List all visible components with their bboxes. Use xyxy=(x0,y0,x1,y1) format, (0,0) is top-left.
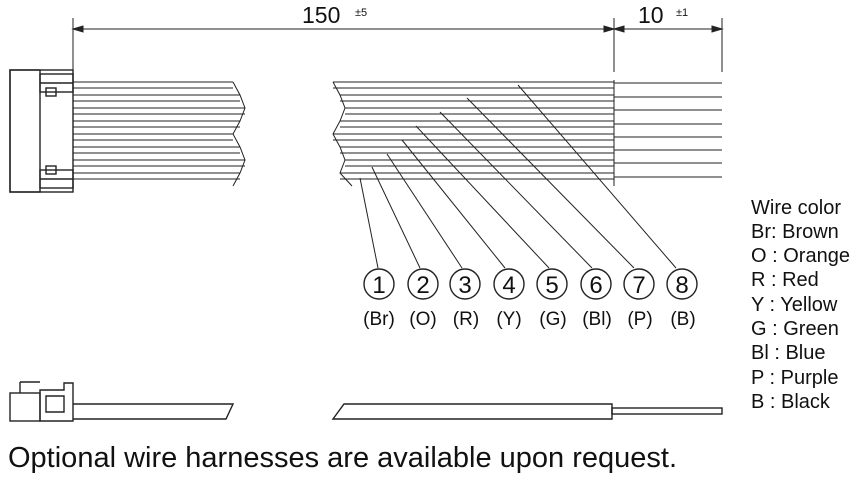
pin-number: 1 xyxy=(372,272,385,299)
pin-number: 2 xyxy=(416,272,429,299)
pin-color-code: (B) xyxy=(670,309,695,330)
legend-item: Y : Yellow xyxy=(751,294,838,316)
stripped-wire-ends xyxy=(614,82,722,178)
pin-color-code: (G) xyxy=(539,309,566,330)
pin-color-code: (O) xyxy=(409,309,436,330)
wire-bundle-left xyxy=(73,81,246,187)
pin-number: 7 xyxy=(632,272,645,299)
legend-title: Wire color xyxy=(751,197,841,219)
wire-bundle-right xyxy=(332,80,615,187)
pin-circles xyxy=(363,268,698,300)
pin-color-codes: (Br) (O) (R) (Y) (G) (Bl) (P) (B) xyxy=(363,309,695,330)
cable-side-view xyxy=(73,403,723,420)
legend-item: G : Green xyxy=(751,318,839,340)
pin-color-code: (R) xyxy=(453,309,479,330)
legend-item: Br: Brown xyxy=(751,221,839,243)
pin-color-code: (Br) xyxy=(363,309,395,330)
footnote: Optional wire harnesses are available up… xyxy=(8,442,677,474)
length-strip-tolerance: ±1 xyxy=(676,7,688,19)
legend-item: Bl : Blue xyxy=(751,342,825,364)
pin-color-code: (Y) xyxy=(496,309,521,330)
legend-item: R : Red xyxy=(751,269,819,291)
pin-number: 8 xyxy=(675,272,688,299)
connector-side-view xyxy=(9,381,74,422)
length-main-tolerance: ±5 xyxy=(355,7,367,19)
connector-top-view xyxy=(9,69,74,193)
pin-number: 5 xyxy=(545,272,558,299)
dimension-lines xyxy=(71,18,724,72)
legend-item: P : Purple xyxy=(751,367,838,389)
leader-lines xyxy=(359,84,677,269)
pin-number: 3 xyxy=(458,272,471,299)
length-main-label: 150 xyxy=(302,2,340,28)
pin-numbers: 1 2 3 4 5 6 7 8 xyxy=(372,272,688,299)
legend-item: B : Black xyxy=(751,391,831,413)
pin-number: 6 xyxy=(589,272,602,299)
wire-color-legend: Wire color Br: Brown O : Orange R : Red … xyxy=(751,197,850,413)
pin-number: 4 xyxy=(502,272,515,299)
legend-item: O : Orange xyxy=(751,245,850,267)
pin-color-code: (P) xyxy=(627,309,652,330)
pin-color-code: (Bl) xyxy=(582,309,612,330)
length-strip-label: 10 xyxy=(638,2,664,28)
